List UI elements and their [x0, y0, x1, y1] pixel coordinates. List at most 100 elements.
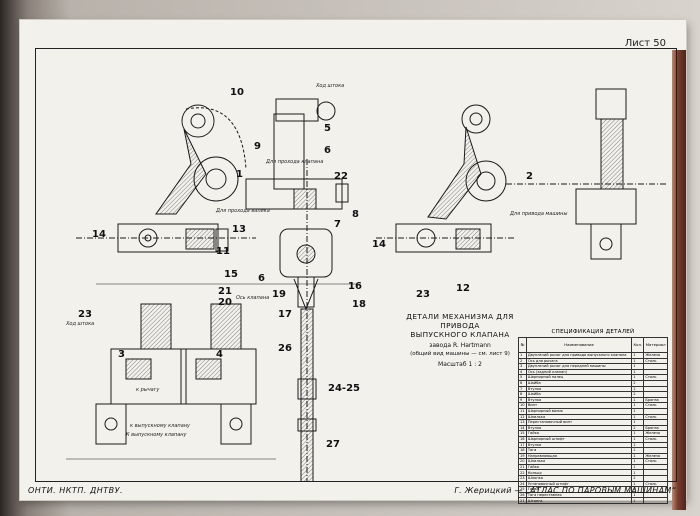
spec-cell: 2	[631, 391, 645, 398]
spec-cell	[643, 469, 668, 477]
spec-cell: 1	[631, 447, 645, 454]
part-label: 1	[236, 169, 243, 180]
spec-header-row: № Наименование Кол. Материал	[518, 337, 668, 353]
annotation: Ход штока	[315, 83, 344, 89]
spec-cell: 2	[631, 424, 645, 432]
spec-cell	[643, 497, 668, 504]
annotation: Ход штока	[65, 321, 94, 327]
part-label: 24-25	[328, 383, 360, 394]
part-label: 6	[258, 273, 265, 284]
annotation: Для прохода клапана	[265, 159, 323, 165]
part-label: 15	[224, 269, 238, 280]
spec-cell: 27	[518, 497, 527, 504]
drawing-frame: 10 5 6 9 22 1 8 7 13 14 11 15 21 20 23 6…	[35, 48, 677, 504]
part-label: 18	[352, 299, 366, 310]
spec-cell: Штанга	[525, 497, 633, 504]
part-label: 4	[216, 349, 223, 360]
part-label: 7	[334, 219, 341, 230]
spec-cell: Железо	[643, 452, 668, 460]
part-label: 16	[348, 281, 362, 292]
spec-cell: Сталь	[643, 402, 668, 409]
part-label: 11	[216, 246, 230, 257]
part-label: 22	[334, 171, 348, 182]
part-label: 19	[272, 289, 286, 300]
spec-cell: Сталь	[643, 413, 668, 421]
part-label: 21	[218, 286, 232, 297]
title-block: ДЕТАЛИ МЕХАНИЗМА ДЛЯ ПРИВОДА ВЫПУСКНОГО …	[391, 312, 529, 368]
spec-cell: Сталь	[643, 480, 668, 488]
reference-note: (общий вид машины — см. лист 9)	[410, 351, 510, 357]
spec-cell: Сталь	[643, 357, 668, 365]
footer-publisher: ОНТИ. НКТП. ДНТВУ.	[28, 486, 124, 495]
part-label: 14	[372, 239, 386, 250]
rod-assembly	[279, 159, 333, 481]
spec-cell: 1	[631, 469, 645, 477]
spec-header: Кол.	[631, 337, 645, 353]
footer-author: Г. Жерицкий — „АТЛАС ПО ПАРОВЫМ МАШИНАМ“	[454, 486, 676, 495]
spec-cell	[643, 441, 668, 449]
part-label: 5	[324, 123, 331, 134]
page-edge	[672, 50, 686, 510]
spec-cell: 1	[631, 452, 645, 460]
drawing-sheet: Лист 50	[20, 20, 686, 510]
annotation: Ось клапана	[236, 295, 269, 301]
spec-cell: 1	[631, 407, 645, 415]
spec-cell	[643, 380, 668, 387]
spec-cell: 1	[631, 413, 645, 421]
part-label: 9	[254, 141, 261, 152]
part-label: 20	[218, 297, 232, 308]
spec-cell	[643, 419, 668, 426]
spec-cell	[643, 463, 668, 471]
spec-cell	[643, 407, 668, 415]
spec-cell: 2	[631, 475, 645, 482]
annotation: Для привода машины	[509, 211, 567, 217]
spec-title: СПЕЦИФИКАЦИЯ ДЕТАЛЕЙ	[551, 329, 635, 335]
spec-cell: 1	[631, 419, 645, 426]
drawing-title-line2: ВЫПУСКНОГО КЛАПАНА	[410, 330, 510, 339]
spec-cell: 1	[631, 402, 645, 409]
spec-cell: 1	[631, 441, 645, 449]
spec-cell: 2	[631, 380, 645, 387]
spec-cell: 1	[631, 385, 645, 393]
spec-cell	[643, 486, 668, 493]
spec-cell	[643, 391, 668, 398]
part-label: 23	[78, 309, 92, 320]
part-label: 26	[278, 343, 292, 354]
spec-cell: 1	[631, 352, 645, 359]
spec-cell: Железо	[643, 352, 668, 359]
annotation-labels: Ход штока Для прохода клапана Для проход…	[65, 83, 567, 438]
part-label: 10	[230, 87, 244, 98]
spec-cell: 1	[631, 430, 645, 437]
spec-cell: 1	[631, 396, 645, 404]
sheet-number: Лист 50	[624, 38, 666, 49]
lever-assembly-left	[117, 98, 349, 253]
spec-cell: 1	[631, 368, 645, 376]
spec-cell: 1	[631, 363, 645, 370]
spec-cell: 1	[631, 458, 645, 465]
part-label: 12	[456, 283, 470, 294]
spec-cell	[643, 368, 668, 376]
spec-cell: Бронза	[643, 396, 668, 404]
